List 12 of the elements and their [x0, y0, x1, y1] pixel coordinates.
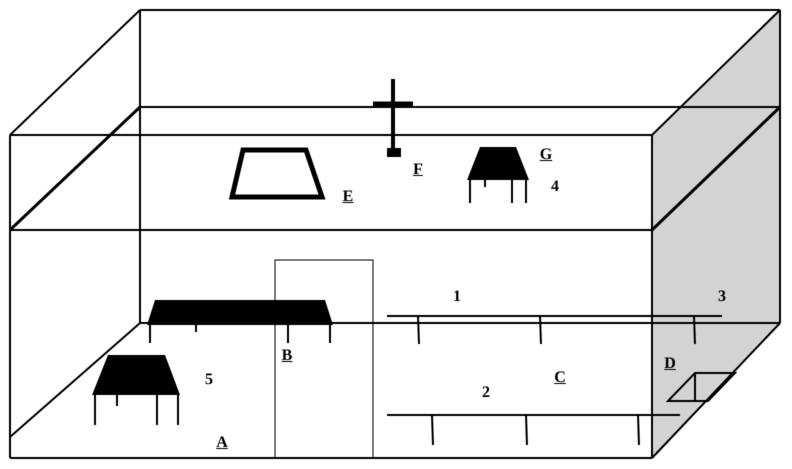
callout-number: 3 [718, 288, 726, 306]
callout-number: 4 [551, 178, 559, 196]
area-letter: C [554, 369, 566, 387]
area-letter: F [413, 161, 423, 179]
area-letter: D [664, 355, 676, 373]
callout-number: 5 [205, 371, 213, 389]
area-letter: B [282, 347, 292, 365]
callout-number: 2 [482, 384, 490, 402]
callout-number: 1 [453, 288, 461, 306]
area-letter: G [540, 146, 552, 164]
area-letter: A [216, 434, 228, 452]
area-letter: E [342, 188, 354, 206]
